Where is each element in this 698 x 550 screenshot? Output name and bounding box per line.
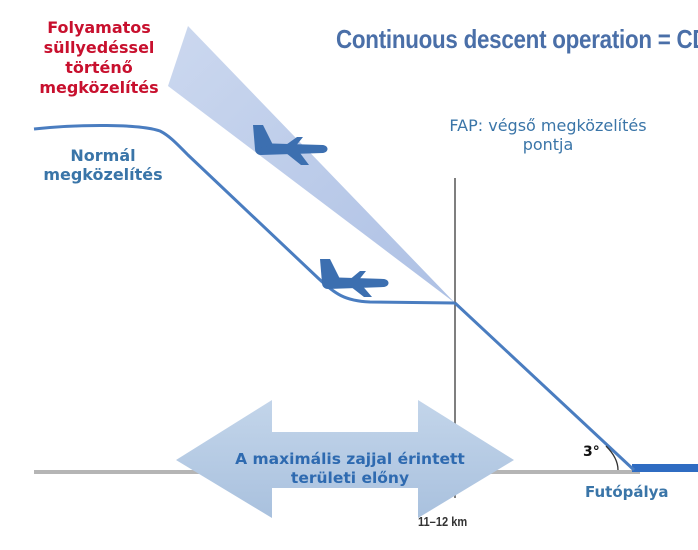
runway-label: Futópálya bbox=[585, 483, 669, 501]
fap-label: FAP: végső megközelítés pontja bbox=[449, 116, 647, 154]
double-arrow bbox=[176, 400, 514, 518]
final-glide-path bbox=[453, 301, 636, 472]
normal-approach-label: Normál megközelítés bbox=[43, 146, 163, 184]
runway bbox=[632, 464, 698, 472]
normal-approach-path bbox=[33, 123, 456, 305]
airplane-icon bbox=[253, 125, 328, 165]
airplane-icon bbox=[320, 259, 389, 297]
angle-arc bbox=[605, 445, 619, 471]
distance-label: 11–12 km bbox=[418, 514, 468, 529]
cdo-label: Folyamatos süllyedéssel történő megközel… bbox=[39, 18, 159, 97]
angle-label: 3° bbox=[583, 444, 600, 460]
page-title: Continuous descent operation = CD bbox=[336, 24, 698, 54]
cdo-descent-wedge bbox=[168, 26, 455, 303]
noise-benefit-label: A maximális zajjal érintett területi elő… bbox=[235, 450, 465, 487]
